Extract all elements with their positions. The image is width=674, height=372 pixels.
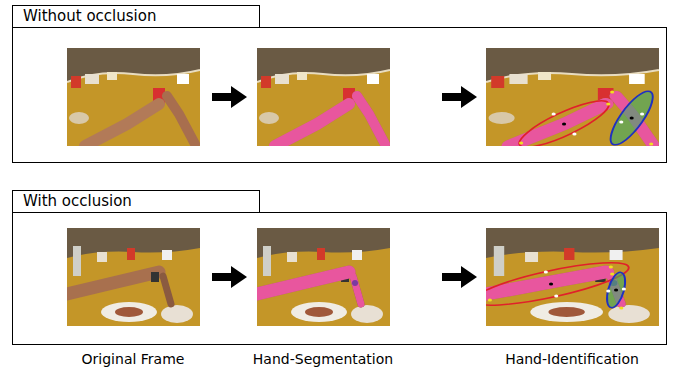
frames-row-2 — [67, 228, 659, 326]
hand-mask — [275, 96, 385, 146]
frames-row-1 — [67, 48, 660, 155]
column-label: Original Frame — [82, 350, 185, 368]
panel-heading: Without occlusion — [23, 7, 156, 25]
panel-tab: Without occlusion — [12, 5, 260, 28]
panel-heading: With occlusion — [23, 192, 132, 210]
arrow — [212, 86, 247, 108]
panel-tab: With occlusion — [12, 190, 260, 213]
original-frame — [67, 48, 200, 146]
column-label: Hand-Identification — [505, 350, 639, 368]
original-frame — [67, 228, 200, 326]
segmentation-frame — [257, 228, 390, 326]
arrow — [442, 86, 477, 108]
column-label: Hand-Segmentation — [253, 350, 393, 368]
hand-ellipses — [469, 254, 633, 313]
arrow — [442, 266, 477, 288]
hand-ellipses — [512, 87, 660, 154]
panel-box: With occlusion — [12, 212, 667, 345]
arrow — [212, 266, 247, 288]
hand-mask — [257, 272, 361, 304]
segmentation-frame — [257, 48, 390, 146]
identification-frame — [486, 228, 659, 326]
hand-mask — [486, 272, 621, 304]
panel-box: Without occlusion — [12, 27, 667, 163]
